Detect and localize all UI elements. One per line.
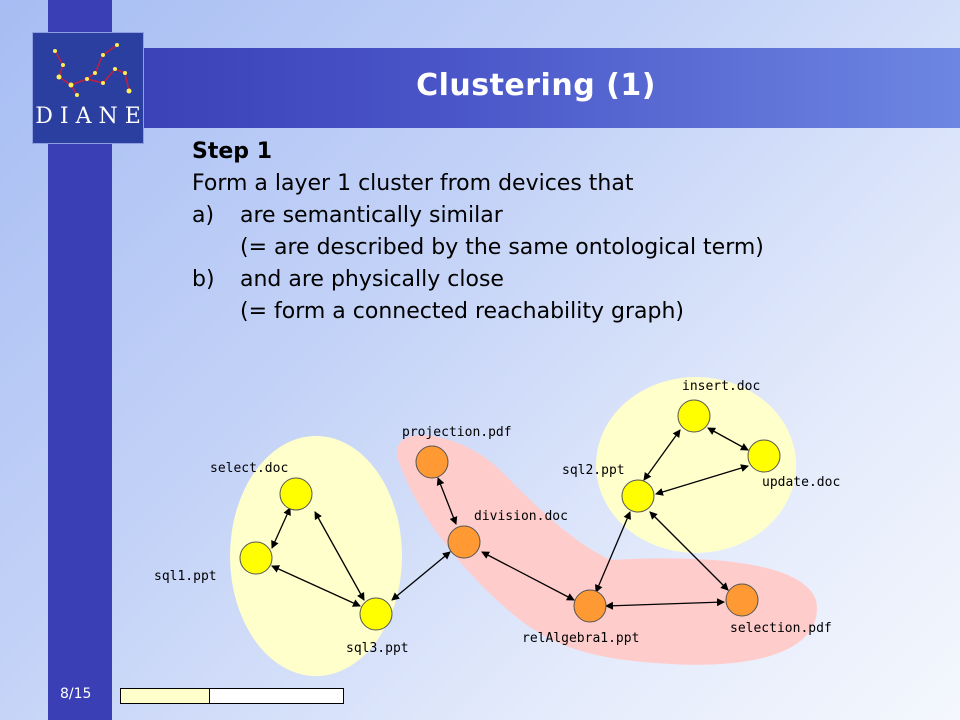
page-number: 8/15 [60, 686, 92, 702]
intro-text: Form a layer 1 cluster from devices that [192, 171, 634, 196]
step-heading: Step 1 [192, 139, 272, 164]
list-item-label: b) [192, 267, 215, 292]
edge-sql2-selection [649, 511, 729, 591]
edge-sql2-insert [643, 429, 681, 481]
slide-title: Clustering (1) [416, 68, 656, 103]
slide-progress-fill [121, 689, 210, 703]
edge-sql3-division [391, 551, 451, 601]
list-item-label: a) [192, 203, 215, 228]
node-insert-doc [677, 399, 711, 433]
logo-text: D I A N E [35, 104, 141, 129]
list-item: a) are semantically similar [192, 200, 892, 232]
list-item: b) and are physically close [192, 264, 892, 296]
title-bar [112, 48, 960, 128]
list-item-text: are semantically similar [240, 203, 503, 228]
constellation-icon: D I A N E [35, 43, 141, 129]
node-label-sql1: sql1.ppt [154, 569, 217, 584]
node-update-doc [747, 439, 781, 473]
node-label-selection: selection.pdf [730, 621, 832, 636]
list-item-subtext: (= form a connected reachability graph) [240, 299, 684, 324]
edge-select-sql1 [271, 507, 291, 549]
diane-logo: D I A N E [32, 32, 144, 144]
node-sql2-ppt [621, 479, 655, 513]
node-projection-pdf [415, 445, 449, 479]
edge-sql2-update [655, 464, 749, 496]
edge-division-relalgebra [481, 551, 575, 601]
node-label-update: update.doc [762, 475, 840, 490]
edge-relalgebra-selection [605, 598, 725, 610]
list-item-subtext: (= are described by the same ontological… [240, 235, 764, 260]
node-relalgebra-ppt [573, 589, 607, 623]
node-selection-pdf [725, 583, 759, 617]
node-sql1-ppt [239, 541, 273, 575]
slide-progress-bar [120, 688, 344, 704]
node-label-insert: insert.doc [682, 379, 760, 394]
list-item-text: and are physically close [240, 267, 504, 292]
node-label-projection: projection.pdf [402, 425, 512, 440]
node-label-relalgebra: relAlgebra1.ppt [522, 631, 639, 646]
node-label-sql3: sql3.ppt [346, 641, 409, 656]
edge-projection-division [436, 477, 458, 525]
node-label-division: division.doc [474, 509, 568, 524]
node-label-select: select.doc [210, 461, 288, 476]
node-label-sql2: sql2.ppt [562, 463, 625, 478]
node-select-doc [279, 477, 313, 511]
node-sql3-ppt [359, 597, 393, 631]
slide-body: Step 1 Form a layer 1 cluster from devic… [192, 136, 892, 328]
edge-insert-update [707, 427, 749, 451]
node-division-doc [447, 525, 481, 559]
edge-sql1-sql3 [271, 565, 361, 607]
edge-relalgebra-sql2 [595, 511, 631, 593]
